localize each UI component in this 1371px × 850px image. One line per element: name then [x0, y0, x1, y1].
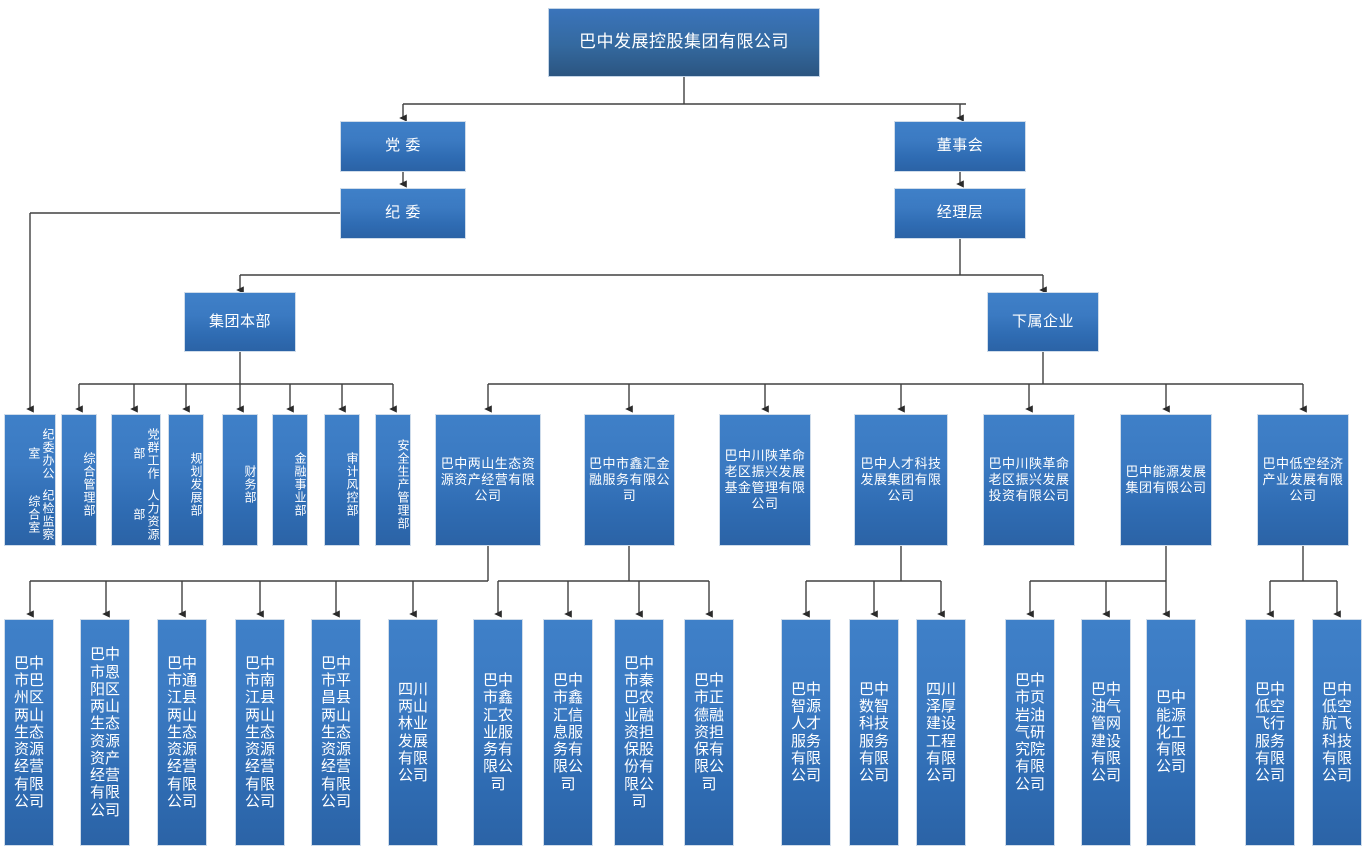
node-gc-enyang-label: 巴中市恩阳区两山生态资源资产经营有限公司 [89, 646, 120, 819]
node-dept-discipline-office-label-right: 纪检监察综合室 [26, 488, 55, 541]
node-gc-energy-chemical-label: 巴中能源化工有限公司 [1155, 689, 1186, 776]
node-gc-low-altitude-aviation-tech[interactable]: 巴中低空航飞科技有限公司 [1312, 619, 1362, 846]
node-sub-xinhui-finance[interactable]: 巴中市鑫汇金融服务有限公司 [584, 414, 675, 546]
node-dept-audit-risk-control[interactable]: 审计风控部 [324, 414, 360, 546]
node-gc-oil-gas-pipeline[interactable]: 巴中油气管网建设有限公司 [1081, 619, 1131, 846]
node-gc-xinhui-agri-label: 巴中市鑫汇农业服务有限公司 [482, 672, 513, 793]
node-gc-zhiyuan-talent[interactable]: 巴中智源人才服务有限公司 [781, 619, 831, 846]
node-dept-audit-risk-control-label: 审计风控部 [345, 451, 359, 517]
node-dept-finance[interactable]: 财务部 [222, 414, 258, 546]
node-headquarters-label: 集团本部 [208, 312, 271, 330]
node-gc-xinhui-info-label: 巴中市鑫汇信息服务有限公司 [552, 672, 583, 793]
node-gc-nanjiang-label: 巴中市南江县两山生态资源经营有限公司 [244, 654, 275, 810]
node-gc-tongjiang-label: 巴中市通江县两山生态资源经营有限公司 [166, 654, 197, 810]
node-gc-shale-oil-institute-label: 巴中市页岩油气研究院有限公司 [1014, 672, 1045, 793]
node-dept-hr-and-party-affairs[interactable]: 党群工作部 人力资源部 [111, 414, 161, 546]
node-board-label: 董事会 [936, 137, 984, 155]
node-gc-xinhui-agri[interactable]: 巴中市鑫汇农业服务有限公司 [473, 619, 523, 846]
node-gc-shale-oil-institute[interactable]: 巴中市页岩油气研究院有限公司 [1005, 619, 1055, 846]
node-sub-energy-development-label: 巴中能源发展集团有限公司 [1125, 464, 1207, 495]
node-sub-revitalization-invest[interactable]: 巴中川陕革命老区振兴发展投资有限公司 [983, 414, 1075, 546]
node-subsidiaries[interactable]: 下属企业 [987, 292, 1099, 352]
node-dept-planning-development-label: 规划发展部 [189, 451, 203, 517]
node-dept-safety-production[interactable]: 安全生产管理部 [375, 414, 411, 546]
node-party-committee-label: 党 委 [385, 137, 421, 155]
node-gc-shuzhi-tech[interactable]: 巴中数智科技服务有限公司 [849, 619, 899, 846]
node-root-label: 巴中发展控股集团有限公司 [579, 32, 789, 52]
node-gc-low-altitude-flight-label: 巴中低空飞行服务有限公司 [1254, 680, 1285, 784]
node-party-committee[interactable]: 党 委 [340, 121, 466, 172]
node-gc-qinba-guarantee-label: 巴中市秦巴农业融资担保股份有限公司 [623, 654, 654, 810]
node-dept-finance-label: 财务部 [243, 464, 257, 504]
node-dept-party-affairs-label: 党群工作部 [131, 427, 160, 480]
node-management-label: 经理层 [936, 204, 984, 222]
node-board[interactable]: 董事会 [894, 121, 1026, 172]
node-root[interactable]: 巴中发展控股集团有限公司 [548, 8, 820, 77]
node-gc-oil-gas-pipeline-label: 巴中油气管网建设有限公司 [1090, 680, 1121, 784]
node-dept-planning-development[interactable]: 规划发展部 [168, 414, 204, 546]
node-gc-low-altitude-flight[interactable]: 巴中低空飞行服务有限公司 [1245, 619, 1295, 846]
node-gc-energy-chemical[interactable]: 巴中能源化工有限公司 [1146, 619, 1196, 846]
node-sub-revitalization-invest-label: 巴中川陕革命老区振兴发展投资有限公司 [988, 456, 1070, 503]
node-dept-financial-business[interactable]: 金融事业部 [272, 414, 308, 546]
node-gc-zhiyuan-talent-label: 巴中智源人才服务有限公司 [790, 680, 821, 784]
node-gc-zhengde-guarantee[interactable]: 巴中市正德融资担保有限公司 [684, 619, 734, 846]
node-dept-discipline-office[interactable]: 纪委办公室 纪检监察综合室 [4, 414, 56, 546]
node-sub-revitalization-fund-label: 巴中川陕革命老区振兴发展基金管理有限公司 [724, 448, 806, 511]
node-gc-zehou-construction-label: 四川泽厚建设工程有限公司 [925, 680, 956, 784]
node-sub-xinhui-finance-label: 巴中市鑫汇金融服务有限公司 [588, 456, 670, 503]
node-dept-financial-business-label: 金融事业部 [293, 451, 307, 517]
node-sub-revitalization-fund[interactable]: 巴中川陕革命老区振兴发展基金管理有限公司 [719, 414, 811, 546]
node-gc-bazhou[interactable]: 巴中市巴州区两山生态资源经营有限公司 [4, 619, 54, 846]
node-sub-liangshan-eco-label: 巴中两山生态资源资产经营有限公司 [440, 456, 536, 503]
node-gc-sichuan-forestry[interactable]: 四川两山林业发展有限公司 [388, 619, 438, 846]
node-gc-low-altitude-aviation-tech-label: 巴中低空航飞科技有限公司 [1321, 680, 1352, 784]
node-subsidiaries-label: 下属企业 [1011, 312, 1074, 330]
node-gc-sichuan-forestry-label: 四川两山林业发展有限公司 [397, 680, 428, 784]
node-gc-tongjiang[interactable]: 巴中市通江县两山生态资源经营有限公司 [157, 619, 207, 846]
node-gc-shuzhi-tech-label: 巴中数智科技服务有限公司 [858, 680, 889, 784]
node-sub-talent-tech-label: 巴中人才科技发展集团有限公司 [860, 456, 942, 503]
node-gc-xinhui-info[interactable]: 巴中市鑫汇信息服务有限公司 [543, 619, 593, 846]
node-gc-pingchang[interactable]: 巴中市平昌县两山生态资源经营有限公司 [311, 619, 361, 846]
node-dept-discipline-office-label-left: 纪委办公室 [26, 427, 55, 480]
node-sub-low-altitude-economy[interactable]: 巴中低空经济产业发展有限公司 [1257, 414, 1349, 546]
node-gc-pingchang-label: 巴中市平昌县两山生态资源经营有限公司 [320, 654, 351, 810]
node-sub-energy-development[interactable]: 巴中能源发展集团有限公司 [1120, 414, 1212, 546]
node-gc-qinba-guarantee[interactable]: 巴中市秦巴农业融资担保股份有限公司 [614, 619, 664, 846]
node-gc-bazhou-label: 巴中市巴州区两山生态资源经营有限公司 [13, 654, 44, 810]
node-discipline-committee-label: 纪 委 [385, 204, 421, 222]
node-management[interactable]: 经理层 [894, 188, 1026, 239]
node-gc-enyang[interactable]: 巴中市恩阳区两山生态资源资产经营有限公司 [80, 619, 130, 846]
node-gc-nanjiang[interactable]: 巴中市南江县两山生态资源经营有限公司 [235, 619, 285, 846]
node-sub-low-altitude-economy-label: 巴中低空经济产业发展有限公司 [1262, 456, 1344, 503]
node-discipline-committee[interactable]: 纪 委 [340, 188, 466, 239]
node-sub-talent-tech[interactable]: 巴中人才科技发展集团有限公司 [854, 414, 948, 546]
node-sub-liangshan-eco[interactable]: 巴中两山生态资源资产经营有限公司 [435, 414, 541, 546]
node-dept-general-management-label: 综合管理部 [82, 451, 96, 517]
node-dept-hr-label: 人力资源部 [131, 488, 160, 541]
node-gc-zhengde-guarantee-label: 巴中市正德融资担保有限公司 [693, 672, 724, 793]
node-gc-zehou-construction[interactable]: 四川泽厚建设工程有限公司 [916, 619, 966, 846]
node-dept-safety-production-label: 安全生产管理部 [396, 438, 410, 530]
node-dept-general-management[interactable]: 综合管理部 [61, 414, 97, 546]
node-headquarters[interactable]: 集团本部 [184, 292, 296, 352]
